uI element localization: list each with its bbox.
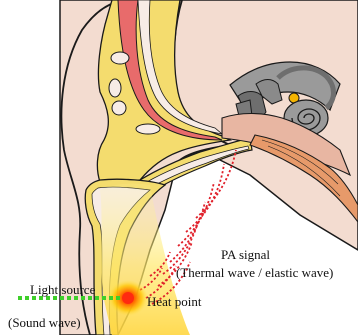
pa-signal-detail-label: (Thermal wave / elastic wave)	[176, 266, 333, 279]
canal-light-glow	[100, 184, 190, 335]
light-source-label: Light source	[30, 283, 95, 296]
heat-point-label: Heat point	[147, 295, 202, 308]
pinna-fold-1	[111, 52, 129, 64]
pinna-fold-2	[109, 79, 121, 97]
pinna-fold-3	[112, 101, 126, 115]
pa-signal-label: PA signal	[221, 248, 270, 261]
heat-point-core	[122, 292, 134, 304]
pinna-fold-4	[136, 124, 160, 134]
sound-wave-label: (Sound wave)	[8, 316, 81, 329]
